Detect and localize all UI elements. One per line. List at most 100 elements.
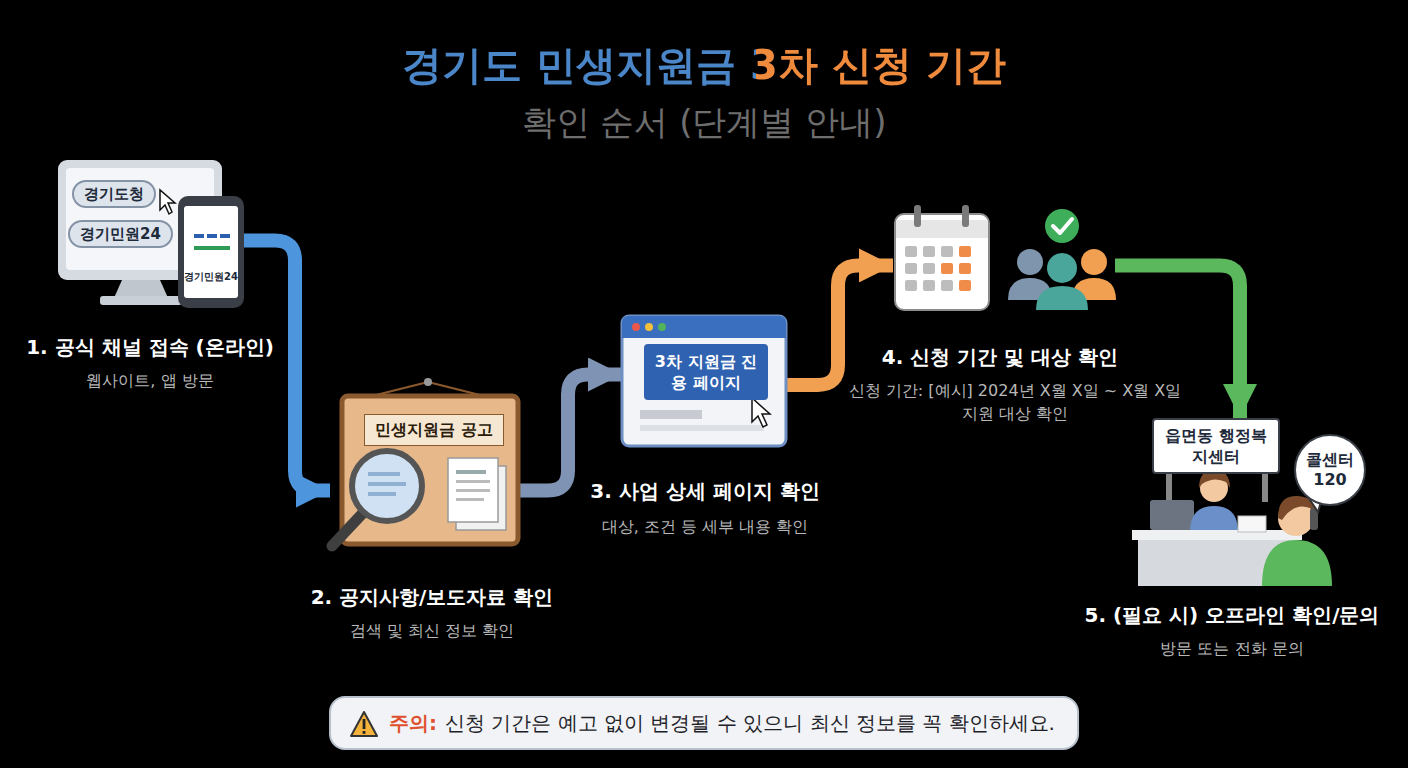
illustration-shape bbox=[962, 205, 969, 227]
illustration-shape bbox=[905, 263, 917, 274]
illustration-shape bbox=[923, 246, 935, 257]
node-label: 경기민원24 bbox=[80, 225, 161, 243]
notice-board bbox=[332, 378, 518, 546]
step-heading: 3. 사업 상세 페이지 확인 bbox=[590, 478, 819, 504]
browser-window bbox=[622, 316, 786, 446]
illustration-shape bbox=[1190, 506, 1238, 532]
node-label: 경기민원24 bbox=[184, 271, 238, 282]
warning-icon bbox=[349, 710, 379, 738]
illustration-shape bbox=[941, 280, 953, 291]
illustration-shape bbox=[368, 492, 396, 496]
bubble-box: 콜센터 120 bbox=[1294, 434, 1366, 506]
illustration-shape bbox=[645, 323, 653, 331]
step-description: 방문 또는 전화 문의 bbox=[1160, 638, 1303, 659]
illustration-shape bbox=[1017, 249, 1043, 275]
warning-label: 주의: bbox=[389, 710, 437, 736]
illustration-shape bbox=[1047, 253, 1077, 283]
pill-box: 경기민원24 bbox=[68, 220, 173, 248]
illustration-shape bbox=[905, 246, 953, 291]
step-heading: 4. 신청 기간 및 대상 확인 bbox=[882, 344, 1118, 370]
illustration-shape bbox=[622, 316, 786, 338]
board-box: 민생지원금 공고 bbox=[364, 414, 504, 446]
tiny-box: 경기민원24 bbox=[182, 270, 240, 284]
illustration-shape bbox=[194, 246, 230, 250]
illustration-shape bbox=[895, 214, 989, 310]
step-heading: 1. 공식 채널 접속 (온라인) bbox=[26, 334, 274, 360]
illustration-shape bbox=[959, 280, 971, 291]
step-group: 3. 사업 상세 페이지 확인대상, 조건 등 세부 내용 확인3차 지원금 진… bbox=[622, 316, 786, 446]
illustration-shape bbox=[100, 296, 182, 305]
node-label: 민생지원금 공고 bbox=[375, 420, 493, 439]
illustration-shape bbox=[1150, 500, 1194, 530]
illustration-shape bbox=[896, 220, 988, 238]
illustration-shape bbox=[959, 263, 971, 274]
illustration-shape bbox=[640, 410, 702, 419]
illustration-shape bbox=[456, 498, 484, 501]
warning-text: 신청 기간은 예고 없이 변경될 수 있으니 최신 정보를 꼭 확인하세요. bbox=[445, 710, 1055, 736]
illustration-shape bbox=[1053, 219, 1072, 233]
illustration-shape bbox=[941, 263, 953, 274]
illustration-shape bbox=[178, 196, 244, 308]
subtitle: 확인 순서 (단계별 안내) bbox=[522, 100, 887, 144]
illustration-shape bbox=[114, 280, 168, 298]
step-heading: 5. (필요 시) 오프라인 확인/문의 bbox=[1085, 602, 1380, 628]
step-heading: 2. 공지사항/보도자료 확인 bbox=[311, 584, 554, 610]
title: 경기도 민생지원금 3차 신청 기간 bbox=[402, 40, 1006, 90]
illustration-shape bbox=[1036, 286, 1088, 310]
illustration-shape bbox=[1166, 472, 1172, 502]
flow-arrow bbox=[786, 265, 893, 384]
illustration-shape bbox=[368, 482, 406, 486]
illustration-shape bbox=[905, 280, 917, 291]
step-group: 1. 공식 채널 접속 (온라인)웹사이트, 앱 방문경기도청경기민원24경기민… bbox=[58, 158, 244, 308]
illustration-shape bbox=[640, 425, 764, 431]
node-label: 3차 지원금 진용 페이지 bbox=[655, 352, 757, 392]
step-description: 검색 및 최신 정보 확인 bbox=[350, 620, 514, 641]
step-description: 웹사이트, 앱 방문 bbox=[86, 370, 213, 391]
illustration-shape bbox=[1081, 249, 1107, 275]
illustration-shape bbox=[456, 489, 490, 492]
illustration-shape bbox=[448, 458, 498, 522]
illustration-shape bbox=[220, 234, 230, 238]
flow-arrow bbox=[520, 375, 622, 491]
step-description: 지원 대상 확인 bbox=[962, 403, 1068, 424]
illustration-shape bbox=[632, 323, 640, 331]
illustration-shape bbox=[905, 246, 917, 257]
illustration-shape bbox=[352, 451, 422, 521]
illustration-shape bbox=[363, 731, 366, 734]
step-description: 대상, 조건 등 세부 내용 확인 bbox=[602, 516, 809, 537]
button-box: 3차 지원금 진용 페이지 bbox=[644, 344, 768, 400]
illustration-shape bbox=[342, 396, 518, 544]
illustration-shape bbox=[368, 472, 400, 476]
node-label: 콜센터 120 bbox=[1306, 450, 1354, 490]
illustration-shape bbox=[622, 316, 786, 446]
illustration-shape bbox=[207, 234, 217, 238]
illustration-shape bbox=[184, 206, 238, 298]
illustration-shape bbox=[363, 719, 366, 729]
illustration-shape bbox=[941, 246, 953, 257]
illustration-shape bbox=[1132, 530, 1302, 540]
illustration-shape bbox=[1262, 472, 1268, 502]
illustration-shape bbox=[959, 246, 971, 257]
step-description: 신청 기간: [예시] 2024년 X월 X일 ~ X월 X일 bbox=[849, 380, 1182, 401]
note-box: 주의: 신청 기간은 예고 없이 변경될 수 있으니 최신 정보를 꼭 확인하세요… bbox=[329, 696, 1079, 750]
sign-box: 읍면동 행정복지센터 bbox=[1152, 418, 1280, 474]
phone-icon bbox=[178, 196, 244, 308]
illustration-shape bbox=[332, 514, 362, 546]
calendar-icon bbox=[895, 205, 989, 310]
illustration-shape bbox=[456, 480, 490, 483]
node-label: 읍면동 행정복지센터 bbox=[1165, 426, 1267, 466]
step-group: 4. 신청 기간 및 대상 확인신청 기간: [예시] 2024년 X월 X일 … bbox=[893, 205, 1115, 313]
step-group: 5. (필요 시) 오프라인 확인/문의방문 또는 전화 문의읍면동 행정복지센… bbox=[1138, 418, 1378, 586]
illustration-shape bbox=[752, 398, 770, 427]
illustration-shape bbox=[1262, 540, 1332, 586]
pill-box: 경기도청 bbox=[72, 180, 156, 208]
node-label: 경기도청 bbox=[84, 185, 144, 203]
illustration-shape bbox=[351, 712, 377, 736]
illustration-shape bbox=[923, 280, 935, 291]
illustration-shape bbox=[923, 263, 935, 274]
step-group: 2. 공지사항/보도자료 확인검색 및 최신 정보 확인민생지원금 공고 bbox=[330, 378, 520, 546]
illustration-shape bbox=[194, 234, 204, 238]
flow-arrow bbox=[244, 241, 330, 491]
illustration-shape bbox=[424, 378, 432, 386]
